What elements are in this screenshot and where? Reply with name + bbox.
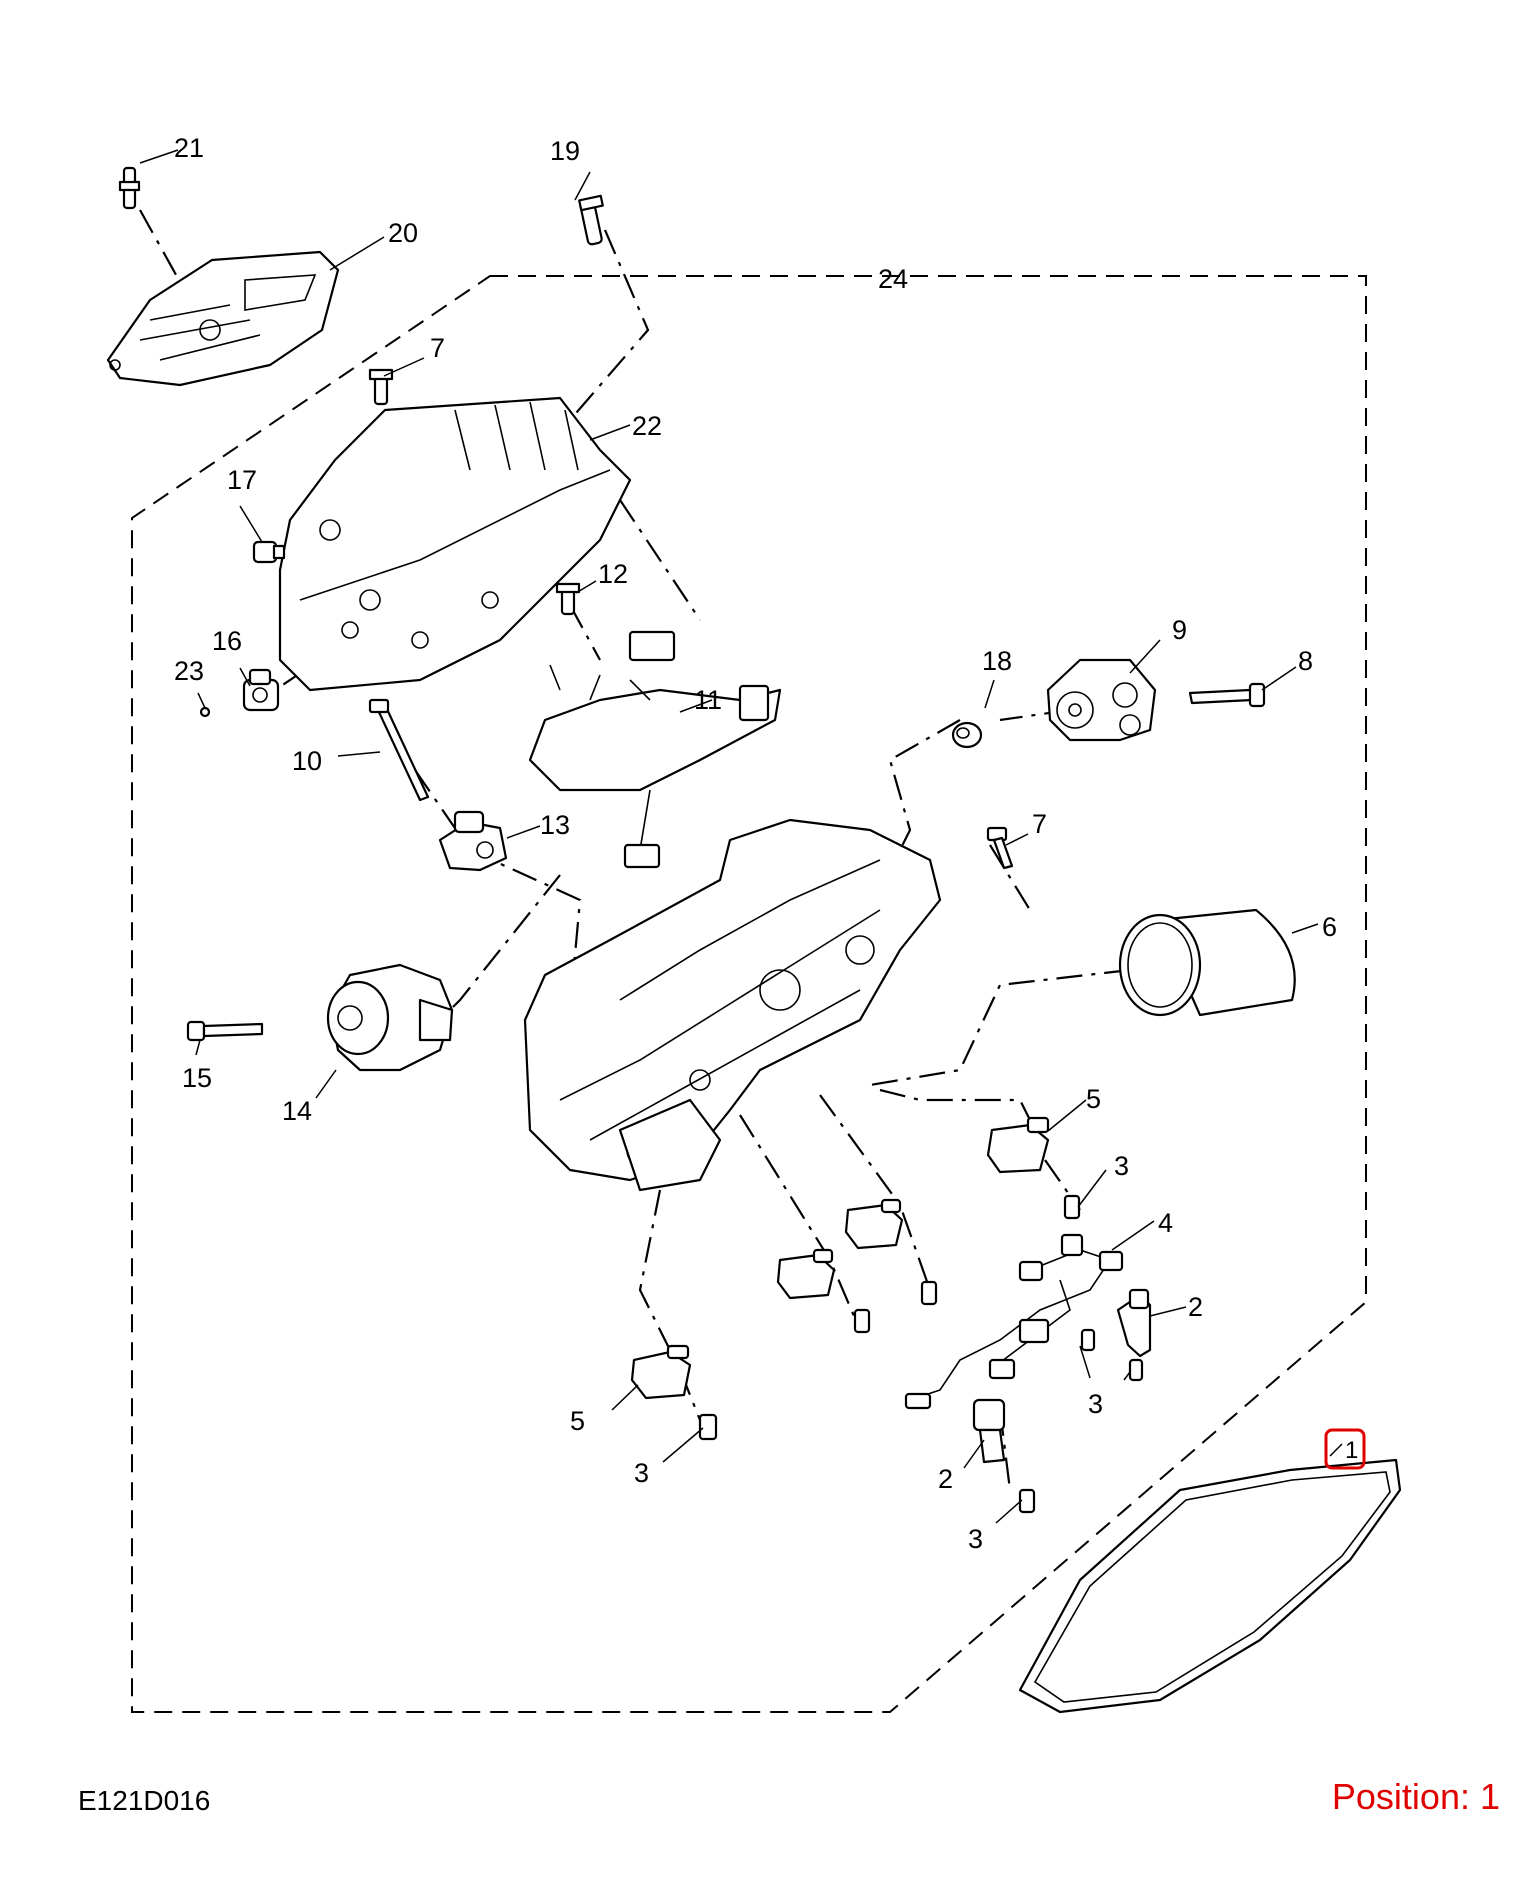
- callout-7-upper: 7: [430, 333, 445, 363]
- callout-18: 18: [982, 646, 1012, 676]
- assembly-boundary-24: [131, 275, 1367, 1713]
- callout-22: 22: [632, 411, 662, 441]
- transmission-cover-22: [278, 396, 632, 692]
- plug-23: [199, 706, 211, 718]
- filter-6: [1118, 908, 1296, 1017]
- callout-13: 13: [540, 810, 570, 840]
- drawing-code: E121D016: [78, 1785, 211, 1816]
- bolt-3-a: [1063, 1194, 1081, 1220]
- bolt-3-g: [1018, 1488, 1036, 1514]
- callout-2-right: 2: [1188, 1292, 1203, 1322]
- callout-9: 9: [1172, 615, 1187, 645]
- bolt-7-lower: [986, 826, 1014, 870]
- control-module-20: [106, 250, 340, 387]
- gasket-1: [1018, 1458, 1402, 1714]
- leader-lines: [139, 149, 1343, 1524]
- callout-10: 10: [292, 746, 322, 776]
- solenoid-5-left: [630, 1344, 692, 1400]
- sensor-2-right: [1116, 1288, 1152, 1358]
- solenoid-center-upper: [844, 1198, 904, 1250]
- callout-21: 21: [174, 133, 204, 163]
- callout-4: 4: [1158, 1208, 1173, 1238]
- wiring-harness-4: [904, 1233, 1124, 1410]
- plug-17: [252, 540, 286, 564]
- callout-20: 20: [388, 218, 418, 248]
- callout-17: 17: [227, 465, 257, 495]
- callout-6: 6: [1322, 912, 1337, 942]
- bolt-3-b: [920, 1280, 938, 1306]
- sensor-16: [242, 668, 280, 712]
- callout-3-left: 3: [634, 1458, 649, 1488]
- callout-14: 14: [282, 1096, 312, 1126]
- bolt-15: [186, 1020, 264, 1042]
- callout-7-lower: 7: [1032, 809, 1047, 839]
- callout-16: 16: [212, 626, 242, 656]
- callout-23: 23: [174, 656, 204, 686]
- stud-21: [118, 166, 141, 210]
- bushing-18: [951, 721, 983, 749]
- callout-5-left: 5: [570, 1406, 585, 1436]
- bolt-3-f: [698, 1413, 718, 1441]
- bolt-8: [1188, 682, 1266, 708]
- wiring-harness-11: [528, 630, 782, 869]
- solenoid-5-right: [986, 1116, 1050, 1174]
- bolt-7-upper: [368, 368, 394, 406]
- bolt-12: [555, 582, 581, 616]
- callout-3-right: 3: [1114, 1151, 1129, 1181]
- bolt-3-d: [1080, 1328, 1096, 1352]
- bolt-3-c: [853, 1308, 871, 1334]
- motor-14: [326, 963, 454, 1072]
- sensor-13: [438, 810, 508, 872]
- callout-12: 12: [598, 559, 628, 589]
- callout-8: 8: [1298, 646, 1313, 676]
- callout-3-lower: 3: [968, 1524, 983, 1554]
- callout-numbers: 21 19 20 24 7 22 17 12 16 23 9 18 8 11 1…: [174, 133, 1358, 1554]
- callout-5-right: 5: [1086, 1084, 1101, 1114]
- callout-24: 24: [878, 264, 908, 294]
- callout-19: 19: [550, 136, 580, 166]
- pump-9: [1046, 658, 1157, 742]
- valve-body: [523, 818, 942, 1192]
- position-indicator: Position: 1: [1331, 1776, 1500, 1817]
- sensor-2-lower: [972, 1398, 1006, 1464]
- solenoid-center-lower: [776, 1248, 836, 1300]
- position-highlight: [1324, 1428, 1366, 1470]
- callout-15: 15: [182, 1063, 212, 1093]
- callout-3-center: 3: [1088, 1389, 1103, 1419]
- callout-11: 11: [694, 685, 722, 715]
- callout-2-lower: 2: [938, 1464, 953, 1494]
- bolt-19: [578, 194, 604, 246]
- bolt-3-e: [1128, 1358, 1144, 1382]
- bolt-10: [368, 698, 430, 802]
- callout-1: 1: [1345, 1437, 1358, 1464]
